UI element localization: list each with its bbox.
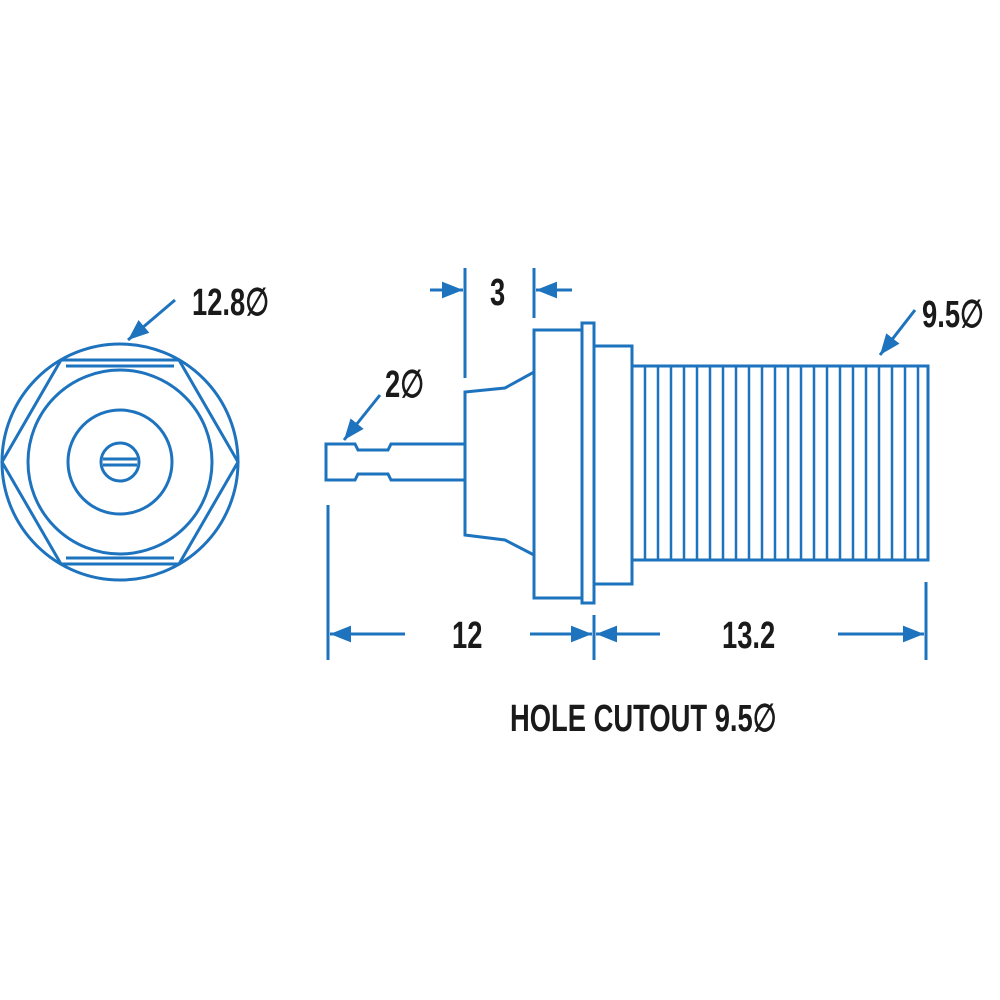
front-length-label: 12 <box>452 615 483 657</box>
hole-cutout-label: HOLE CUTOUT 9.5∅ <box>510 698 777 740</box>
side-view <box>324 268 930 660</box>
thread-diameter-label: 9.5∅ <box>922 294 984 336</box>
outer-diameter-label: 12.8∅ <box>192 282 270 324</box>
front-view <box>0 298 240 582</box>
pin-diameter-label: 2∅ <box>385 364 425 406</box>
thread-length-label: 13.2 <box>722 615 776 657</box>
thread-lines <box>643 366 920 560</box>
flange-width-label: 3 <box>490 272 506 314</box>
